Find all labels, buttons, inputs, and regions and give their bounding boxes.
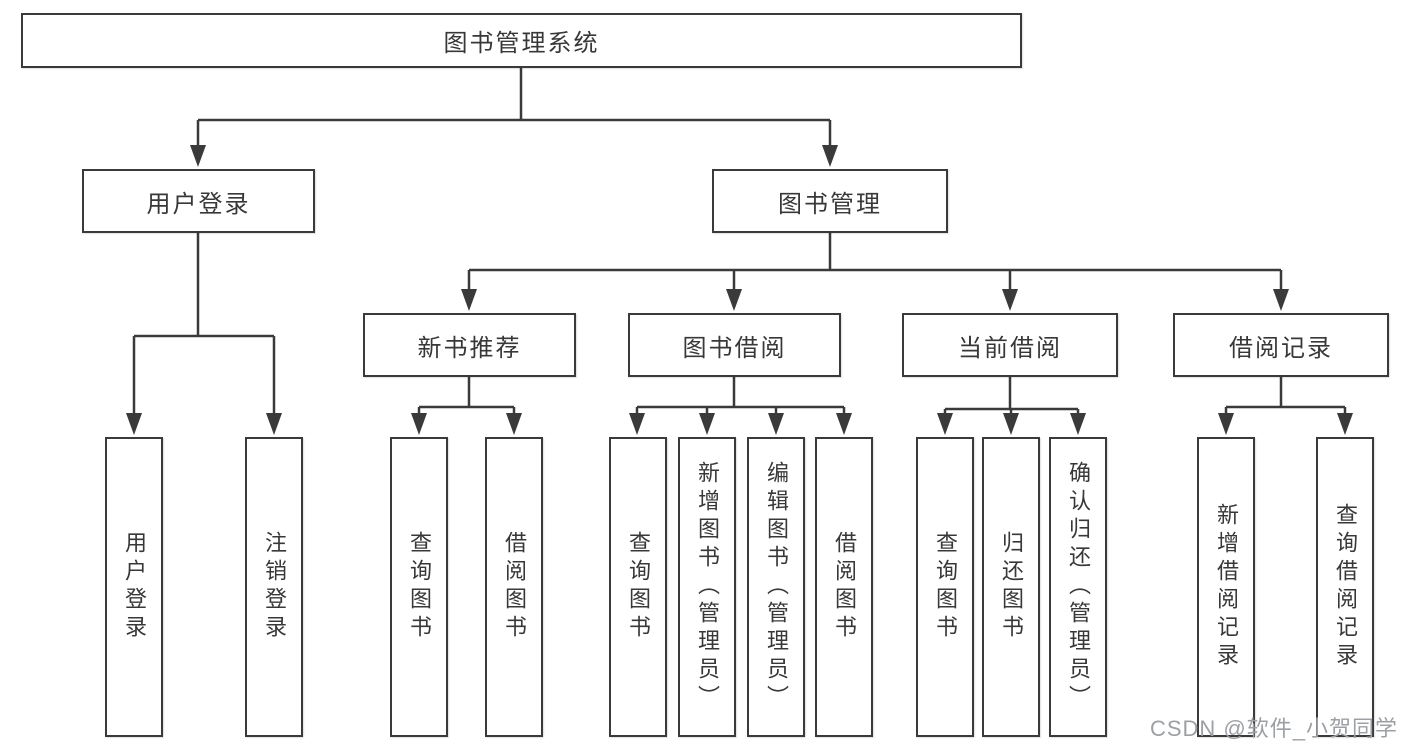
connector-newbookrec-to-leaves	[417, 377, 516, 417]
leaf-query-book-1: 查询图书	[390, 437, 448, 737]
connector-borrowrecord-to-leaves	[1224, 377, 1347, 417]
leaf-query-borrow-record: 查询借阅记录	[1316, 437, 1374, 737]
connector-currentborrow-to-leaves	[943, 377, 1080, 417]
node-new-book-recommend: 新书推荐	[363, 313, 576, 377]
leaf-borrow-book-1: 借阅图书	[485, 437, 543, 737]
node-current-borrow: 当前借阅	[902, 313, 1118, 377]
connector-bookmgmt-to-level3	[467, 233, 1283, 292]
leaf-add-book-admin: 新增图书（管理员）	[678, 437, 736, 737]
leaf-query-book-3: 查询图书	[916, 437, 974, 737]
leaf-logout: 注销登录	[245, 437, 303, 737]
node-root-system: 图书管理系统	[21, 13, 1022, 68]
connector-bookborrow-to-leaves	[635, 377, 846, 417]
leaf-add-borrow-record: 新增借阅记录	[1197, 437, 1255, 737]
connector-root-to-level2	[196, 68, 832, 147]
leaf-edit-book-admin: 编辑图书（管理员）	[747, 437, 805, 737]
leaf-query-book-2: 查询图书	[609, 437, 667, 737]
leaf-user-login: 用户登录	[105, 437, 163, 737]
leaf-return-book: 归还图书	[982, 437, 1040, 737]
node-borrow-record: 借阅记录	[1173, 313, 1389, 377]
node-user-login: 用户登录	[82, 169, 315, 233]
node-book-borrow: 图书借阅	[628, 313, 841, 377]
node-book-management: 图书管理	[712, 169, 948, 233]
leaf-confirm-return-admin: 确认归还（管理员）	[1049, 437, 1107, 737]
connector-userlogin-to-leaves	[132, 233, 276, 416]
csdn-watermark: CSDN @软件_小贺同学	[1149, 716, 1398, 741]
leaf-borrow-book-2: 借阅图书	[815, 437, 873, 737]
